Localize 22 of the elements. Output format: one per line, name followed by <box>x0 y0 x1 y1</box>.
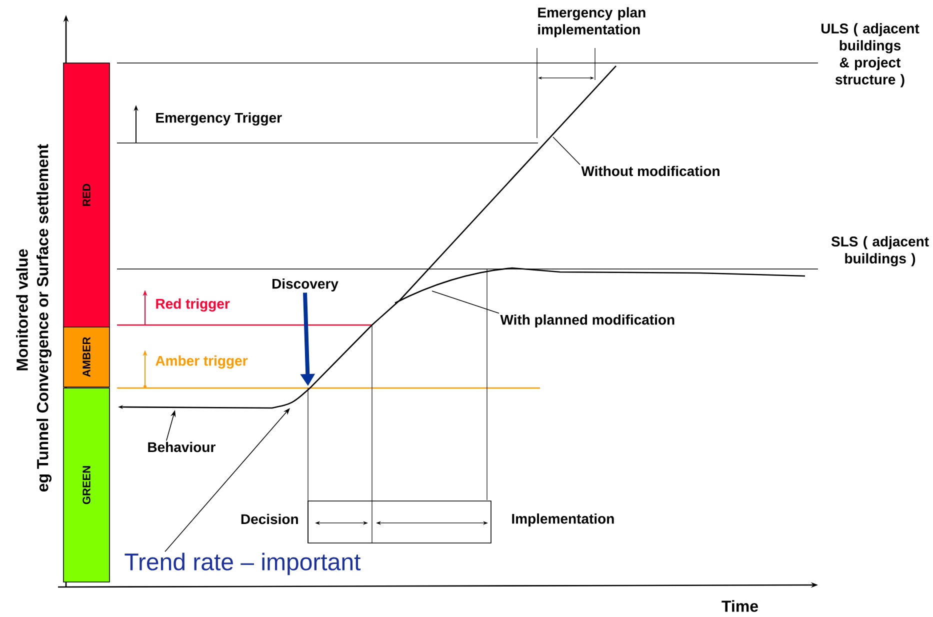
phase-label: Implementation <box>512 513 614 526</box>
limit-label: ULS ( adjacent buildings & project structure ) <box>821 23 920 88</box>
phase-label: Decision <box>241 514 298 524</box>
status-bar: GREEN <box>63 388 110 582</box>
status-bar: RED <box>63 62 110 328</box>
axis-title: Monitored value <box>16 249 28 370</box>
curve-label: Behaviour <box>148 442 216 452</box>
arrow <box>164 408 290 552</box>
trigger-label: Red trigger <box>156 298 230 312</box>
axis-title: Time <box>722 600 758 612</box>
trigger-label: Amber trigger <box>156 355 248 369</box>
limit-label: SLS ( adjacent buildings ) <box>831 236 929 266</box>
curve-label: Without modification <box>581 166 720 176</box>
curve-label: With planned modification <box>500 314 674 328</box>
axis-title: eg Tunnel Convergence or Surface settlement <box>36 144 52 492</box>
status-bar: AMBER <box>63 326 110 388</box>
leader-line <box>432 290 500 314</box>
leader-line <box>552 136 580 166</box>
trigger-label: Emergency Trigger <box>156 112 282 126</box>
curve-label: Trend rate – important <box>124 552 361 576</box>
curve-label: Discovery <box>272 278 338 292</box>
dimension-label: Emergency plan implementation <box>538 7 646 38</box>
